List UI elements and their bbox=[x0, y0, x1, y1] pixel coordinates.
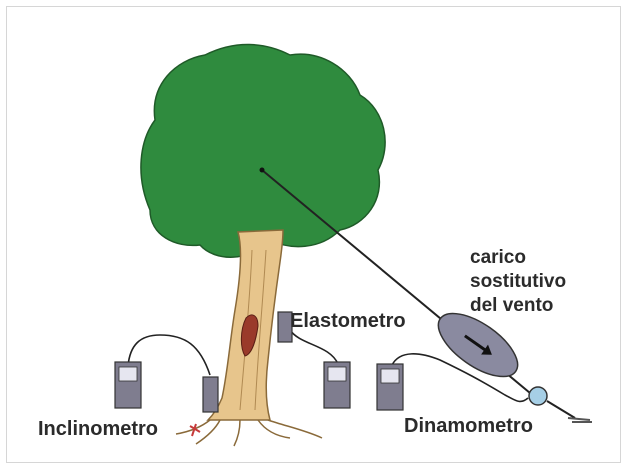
logger-left bbox=[115, 362, 141, 408]
label-carico-line1: carico bbox=[470, 246, 566, 270]
inclinometer-sensor bbox=[203, 377, 218, 412]
tree-roots bbox=[176, 420, 322, 446]
dynamometer-ring bbox=[529, 387, 547, 405]
logger-right bbox=[377, 364, 403, 410]
label-elastometro: Elastometro bbox=[290, 310, 406, 333]
label-dinamometro: Dinamometro bbox=[404, 415, 533, 438]
logger-middle bbox=[324, 362, 350, 408]
label-carico-line2: sostitutivo bbox=[470, 270, 566, 294]
ground-anchor bbox=[568, 418, 592, 422]
label-inclinometro: Inclinometro bbox=[38, 418, 158, 441]
label-carico-sostitutivo: carico sostitutivo del vento bbox=[470, 246, 566, 318]
tree-canopy bbox=[141, 44, 385, 257]
label-carico-line3: del vento bbox=[470, 294, 566, 318]
